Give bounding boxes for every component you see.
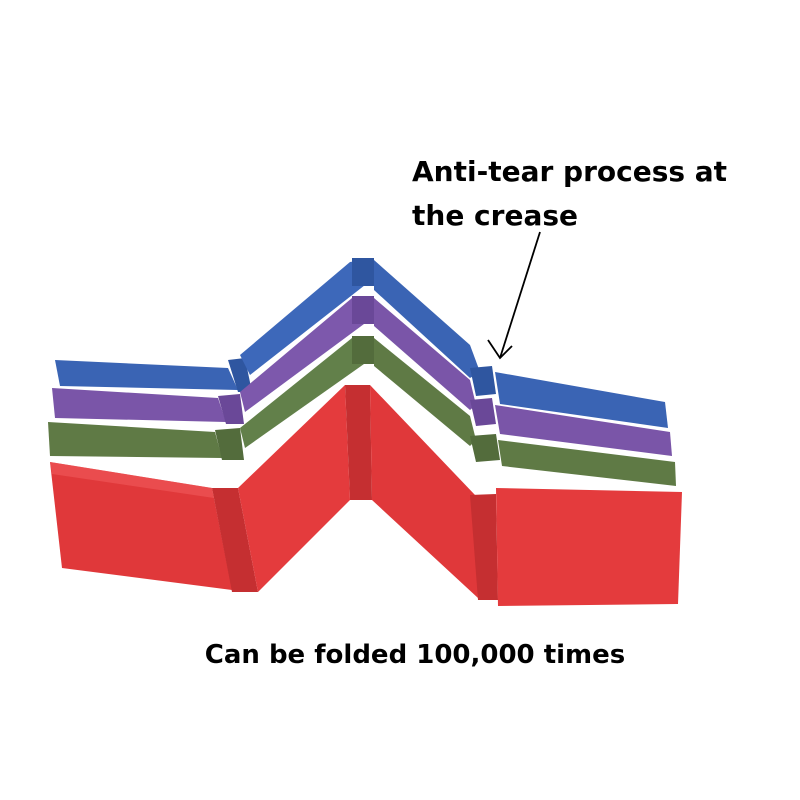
mat-layer-green bbox=[48, 336, 676, 486]
crease-callout: Anti-tear process at the crease bbox=[412, 150, 752, 238]
mat-layer-blue bbox=[55, 258, 668, 428]
fold-caption: Can be folded 100,000 times bbox=[204, 640, 626, 670]
callout-line-1: Anti-tear process at bbox=[412, 155, 728, 188]
callout-line-2: the crease bbox=[412, 199, 579, 232]
mat-layer-red bbox=[50, 385, 682, 606]
mat-layer-purple bbox=[52, 296, 672, 456]
callout-arrow bbox=[487, 231, 541, 360]
